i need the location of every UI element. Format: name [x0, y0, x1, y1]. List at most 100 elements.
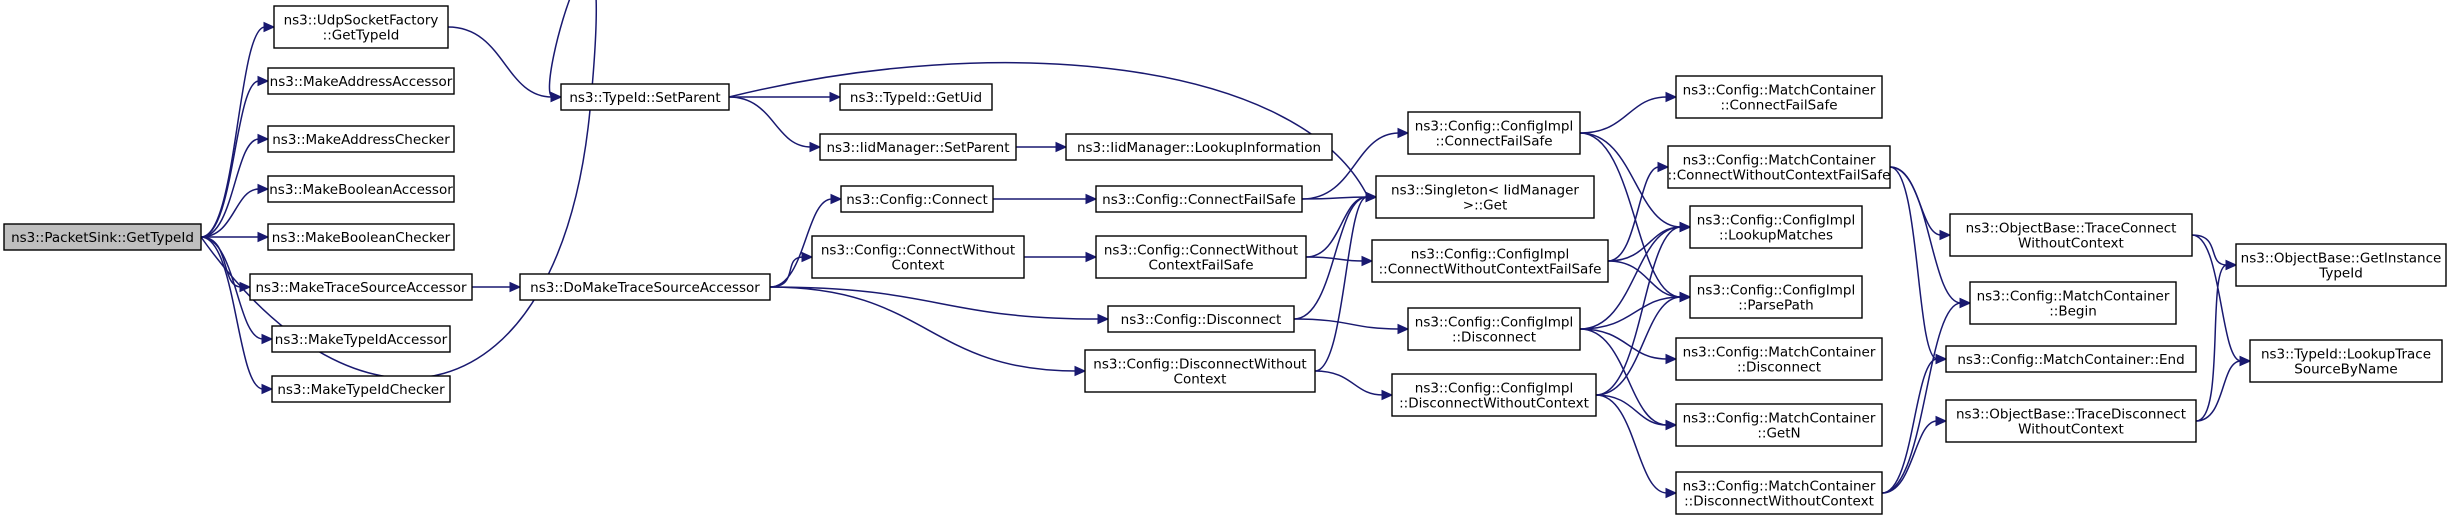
edge-cconnect-to-cconnfs: [993, 193, 1098, 205]
node-mkboolchk[interactable]: ns3::MakeBooleanChecker: [267, 223, 455, 251]
node-mktrace[interactable]: ns3::MakeTraceSourceAccessor: [249, 273, 473, 301]
arrowhead: [801, 251, 814, 263]
node-label: ::Disconnect: [1737, 360, 1821, 376]
arrowhead: [1665, 91, 1678, 103]
edge-line: [1889, 166, 1962, 304]
edge-root-to-mktidacc: [200, 236, 274, 345]
arrowhead: [829, 91, 842, 103]
node-getuid[interactable]: ns3::TypeId::GetUid: [839, 83, 993, 111]
arrowhead: [1935, 353, 1948, 365]
node-lookupinfo[interactable]: ns3::IidManager::LookupInformation: [1065, 133, 1333, 161]
node-box: [1675, 337, 1883, 381]
node-root[interactable]: ns3::PacketSink::GetTypeId: [3, 223, 202, 251]
edge-cdiscwo-to-impl_discwo: [1314, 370, 1394, 401]
node-setparent[interactable]: ns3::TypeId::SetParent: [560, 83, 730, 111]
node-cconnect[interactable]: ns3::Config::Connect: [840, 185, 994, 213]
node-mkaddrchk[interactable]: ns3::MakeAddressChecker: [267, 125, 455, 153]
arrowhead: [1665, 353, 1678, 365]
edge-line: [2191, 234, 2242, 362]
node-cdiscwo[interactable]: ns3::Config::DisconnectWithoutContext: [1084, 349, 1316, 393]
node-box: [249, 273, 473, 301]
node-mc_connwofs[interactable]: ns3::Config::MatchContainer::ConnectWith…: [1667, 145, 1891, 189]
arrowhead: [1959, 297, 1972, 309]
node-cconnwofs[interactable]: ns3::Config::ConnectWithoutContextFailSa…: [1095, 235, 1307, 279]
node-mkboolacc[interactable]: ns3::MakeBooleanAccessor: [267, 175, 455, 203]
node-mc_end[interactable]: ns3::Config::MatchContainer::End: [1945, 345, 2197, 373]
edge-impl_connfs-to-mc_connfs: [1579, 91, 1678, 134]
node-iidset[interactable]: ns3::IidManager::SetParent: [819, 133, 1017, 161]
edge-mc_discwo-to-mc_begin: [1881, 297, 1972, 494]
arrowhead: [1361, 255, 1374, 267]
node-impl_connfs[interactable]: ns3::Config::ConfigImpl::ConnectFailSafe: [1407, 111, 1581, 155]
edge-domake-to-cconnwo: [769, 251, 814, 288]
node-label: ns3::Config::MatchContainer::End: [1957, 352, 2184, 368]
node-label: ::Begin: [2049, 304, 2097, 320]
node-box: [1949, 213, 2193, 257]
node-box: [1391, 373, 1597, 417]
arrowhead: [550, 91, 563, 103]
node-cconnfs[interactable]: ns3::Config::ConnectFailSafe: [1095, 185, 1303, 213]
node-box: [811, 235, 1025, 279]
node-mc_disc[interactable]: ns3::Config::MatchContainer::Disconnect: [1675, 337, 1883, 381]
node-box: [3, 223, 202, 251]
arrowhead: [1679, 291, 1692, 303]
edge-impl_discwo-to-impl_lookup: [1595, 221, 1692, 396]
node-mc_discwo[interactable]: ns3::Config::MatchContainer::DisconnectW…: [1675, 471, 1883, 515]
node-box: [1084, 349, 1316, 393]
node-label: ns3::MakeAddressAccessor: [270, 74, 453, 90]
node-box: [1675, 403, 1883, 447]
node-ob_tdwo[interactable]: ns3::ObjectBase::TraceDisconnectWithoutC…: [1945, 399, 2197, 443]
node-ob_tcwo[interactable]: ns3::ObjectBase::TraceConnectWithoutCont…: [1949, 213, 2193, 257]
edge-cconnwofs-to-singleton: [1305, 191, 1378, 258]
edge-line: [1889, 166, 1942, 236]
node-label: SourceByName: [2294, 362, 2397, 378]
node-label: ns3::Singleton< IidManager: [1391, 183, 1579, 199]
node-cdisc[interactable]: ns3::Config::Disconnect: [1107, 305, 1295, 333]
node-label: ::Disconnect: [1452, 330, 1536, 346]
edge-line: [1889, 166, 1938, 360]
edge-mc_discwo-to-ob_tdwo: [1881, 415, 1948, 494]
edge-line: [200, 26, 266, 238]
edge-line: [200, 138, 260, 238]
arrowhead: [261, 383, 274, 395]
arrowhead: [1365, 191, 1378, 203]
node-label: ns3::Config::Connect: [846, 192, 988, 208]
node-box: [1667, 145, 1891, 189]
arrowhead: [1665, 419, 1678, 431]
node-label: ns3::TypeId::SetParent: [569, 90, 720, 106]
edge-line: [1607, 260, 1682, 298]
arrowhead: [1085, 251, 1098, 263]
edge-line: [200, 0, 597, 379]
arrowhead: [1665, 487, 1678, 499]
node-singleton[interactable]: ns3::Singleton< IidManager >::Get: [1375, 175, 1595, 219]
node-label: ns3::Config::MatchContainer: [1977, 289, 2170, 305]
arrowhead: [263, 21, 276, 33]
arrowhead: [830, 193, 843, 205]
node-mktidacc[interactable]: ns3::MakeTypeIdAccessor: [271, 325, 451, 353]
edge-line: [200, 236, 264, 340]
node-mc_connfs[interactable]: ns3::Config::MatchContainer::ConnectFail…: [1675, 75, 1883, 119]
node-mc_getn[interactable]: ns3::Config::MatchContainer::GetN: [1675, 403, 1883, 447]
node-domake[interactable]: ns3::DoMakeTraceSourceAccessor: [519, 273, 771, 301]
node-cconnwo[interactable]: ns3::Config::ConnectWithoutContext: [811, 235, 1025, 279]
node-impl_discwo[interactable]: ns3::Config::ConfigImpl::DisconnectWitho…: [1391, 373, 1597, 417]
arrowhead: [1397, 323, 1410, 335]
node-impl_connwofs[interactable]: ns3::Config::ConfigImpl::ConnectWithoutC…: [1371, 239, 1609, 283]
node-mktidchk[interactable]: ns3::MakeTypeIdChecker: [271, 375, 451, 403]
node-label: ns3::Config::MatchContainer: [1683, 411, 1876, 427]
edge-cconnwofs-to-impl_connwofs: [1305, 255, 1374, 267]
node-impl_disc[interactable]: ns3::Config::ConfigImpl::Disconnect: [1407, 307, 1581, 351]
node-impl_lookup[interactable]: ns3::Config::ConfigImpl::LookupMatches: [1689, 205, 1863, 249]
edge-line: [1579, 296, 1682, 330]
node-label: ns3::Config::ConfigImpl: [1415, 315, 1573, 331]
node-mkaddracc[interactable]: ns3::MakeAddressAccessor: [267, 67, 455, 95]
edge-cconnwo-to-cconnwofs: [1023, 251, 1098, 263]
node-udp[interactable]: ns3::UdpSocketFactory::GetTypeId: [273, 5, 449, 49]
edge-line: [1607, 166, 1660, 262]
node-impl_parse[interactable]: ns3::Config::ConfigImpl::ParsePath: [1689, 275, 1863, 319]
edge-udp-to-setparent: [447, 26, 563, 103]
node-label: ::ConnectWithoutContextFailSafe: [1379, 262, 1602, 278]
node-mc_begin[interactable]: ns3::Config::MatchContainer::Begin: [1969, 281, 2177, 325]
